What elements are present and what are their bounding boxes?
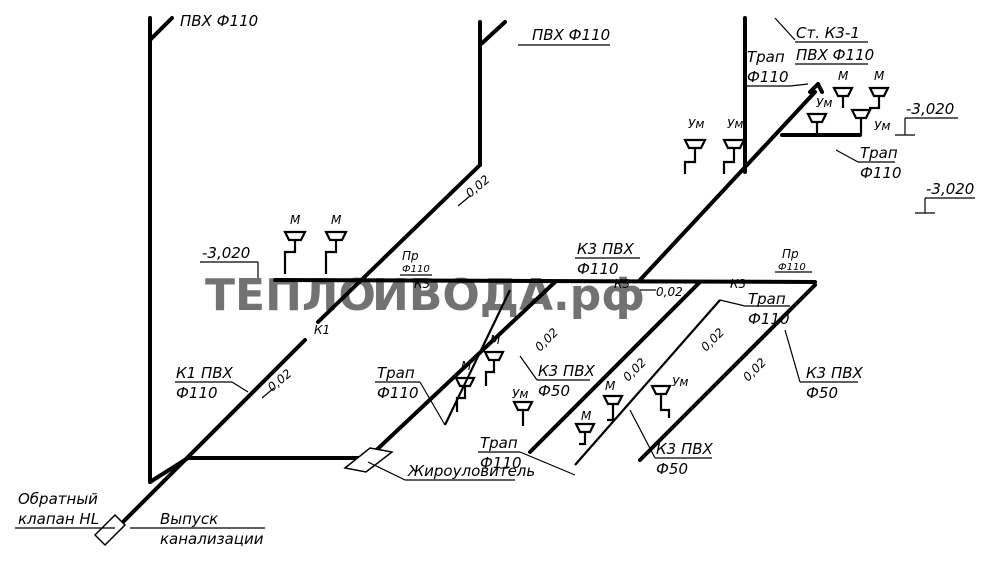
fixture-m-5: М bbox=[454, 359, 476, 412]
pipe-k3-main bbox=[366, 280, 557, 460]
fixture-m-6: М bbox=[483, 333, 505, 386]
label-k3-c: К3 bbox=[730, 277, 746, 291]
label-outlet-2: канализации bbox=[160, 530, 264, 548]
pipe-branch-right-1 bbox=[638, 283, 817, 462]
fixture-um-4: Ум bbox=[850, 108, 890, 135]
label-slope-d: 0,02 bbox=[740, 355, 769, 384]
fixture-m-label-8: М bbox=[605, 379, 616, 393]
fixture-um-label-5: Ум bbox=[512, 387, 528, 401]
leader-lines bbox=[15, 17, 975, 529]
label-pr-right-d: Ф110 bbox=[778, 262, 806, 273]
label-slope-c: 0,02 bbox=[698, 325, 727, 354]
label-k3-pvc-50a: К3 ПВХ bbox=[538, 362, 596, 380]
label-k3-pvc-50c-d: Ф50 bbox=[806, 384, 838, 402]
check-valve-box bbox=[93, 513, 127, 547]
riser-mid-top bbox=[478, 20, 507, 47]
fixture-m-7: М bbox=[574, 409, 596, 446]
label-trap-top-pipe: Ф110 bbox=[747, 68, 789, 86]
fixture-um-6: Ум bbox=[650, 375, 688, 418]
label-trap-bottom-name: Трап bbox=[480, 434, 518, 452]
label-pvc-top-mid: ПВХ Ф110 bbox=[532, 26, 610, 44]
fixture-m-label-6: М bbox=[490, 333, 501, 347]
pipe-network bbox=[103, 16, 862, 542]
fixture-m-label-3: М bbox=[838, 69, 849, 83]
fixture-m-4: М bbox=[868, 69, 890, 110]
label-outlet-1: Выпуск bbox=[160, 510, 218, 528]
fixture-m-2: М bbox=[324, 213, 348, 274]
label-pvc-top-left: ПВХ Ф110 bbox=[180, 12, 258, 30]
slope-arrows bbox=[261, 195, 656, 399]
label-k3-a: К3 bbox=[414, 277, 430, 291]
label-trap-left-name: Трап bbox=[377, 364, 415, 382]
label-slope-mid: 0,02 bbox=[656, 285, 683, 299]
label-check-valve-2: клапан HL bbox=[18, 510, 99, 528]
fixture-m-1: М bbox=[283, 213, 307, 274]
label-k3-pvc-mid-d: Ф110 bbox=[577, 260, 619, 278]
label-level-left: -3,020 bbox=[202, 244, 250, 262]
label-k3-pvc-50c: К3 ПВХ bbox=[806, 364, 864, 382]
label-k1-tag: К1 bbox=[314, 323, 330, 337]
pipe-outlet-link bbox=[148, 456, 190, 484]
label-k1-pvc: К1 ПВХ bbox=[176, 364, 234, 382]
fixture-um-label-3: Ум bbox=[816, 96, 832, 110]
watermark-part1: ТЕПЛО bbox=[205, 270, 376, 321]
fixture-um-label-6: Ум bbox=[672, 375, 688, 389]
fixture-m-3: М bbox=[832, 69, 854, 108]
fixture-um-label-4: Ум bbox=[874, 119, 890, 133]
riser-right-bend bbox=[808, 82, 824, 94]
label-level-right-1: -3,020 bbox=[906, 100, 954, 118]
grease-trap-box bbox=[343, 447, 394, 473]
pipe-k1-lower bbox=[103, 338, 307, 542]
fixture-m-label-4: М bbox=[874, 69, 885, 83]
fixture-um-2: Ум bbox=[722, 117, 746, 174]
label-level-right-2: -3,020 bbox=[926, 180, 974, 198]
label-trap-top-name: Трап bbox=[747, 48, 785, 66]
label-trap-bottom-pipe: Ф110 bbox=[480, 454, 522, 472]
fixture-m-label-7: М bbox=[581, 409, 592, 423]
label-k3-pvc-50b-d: Ф50 bbox=[656, 460, 688, 478]
label-riser-pipe: ПВХ Ф110 bbox=[796, 46, 874, 64]
fixture-m-label-1: М bbox=[290, 213, 301, 227]
label-trap-mid-name: Трап bbox=[748, 290, 786, 308]
pipe-k3-horizontal bbox=[273, 278, 817, 284]
label-k3-pvc-50b: К3 ПВХ bbox=[656, 440, 714, 458]
label-slope-k1: 0,02 bbox=[265, 366, 294, 394]
label-slope-a: 0,02 bbox=[532, 325, 561, 354]
fixture-m-label-2: М bbox=[331, 213, 342, 227]
label-k3-pvc-mid: К3 ПВХ bbox=[577, 240, 635, 258]
pipe-k1-upper bbox=[316, 163, 482, 324]
label-k3-b: К3 bbox=[614, 277, 630, 291]
fixtures: М М Ум Ум М М bbox=[283, 69, 890, 446]
fixture-m-label-5: М bbox=[461, 359, 472, 373]
branch-mid-trap bbox=[574, 299, 721, 466]
fixture-um-label-2: Ум bbox=[727, 117, 743, 131]
pipe-riser-diagonal bbox=[638, 90, 817, 282]
label-trap-right-name: Трап bbox=[860, 144, 898, 162]
label-trap-mid-pipe: Ф110 bbox=[748, 310, 790, 328]
label-k3-pvc-50a-d: Ф50 bbox=[538, 382, 570, 400]
fixture-um-label-1: Ум bbox=[688, 117, 704, 131]
pipe-branch-right-2 bbox=[528, 280, 702, 454]
label-check-valve-1: Обратный bbox=[18, 490, 98, 508]
fixture-m-8: М bbox=[602, 379, 624, 422]
label-grease-trap: Жироуловитель bbox=[407, 462, 535, 480]
label-pr-left: Пр bbox=[402, 249, 419, 263]
label-pr-right: Пр bbox=[782, 247, 799, 261]
label-riser-name: Ст. К3-1 bbox=[796, 24, 860, 42]
label-k1-pvc-d: Ф110 bbox=[176, 384, 218, 402]
label-trap-left-pipe: Ф110 bbox=[377, 384, 419, 402]
fixture-um-1: Ум bbox=[683, 117, 707, 174]
label-pr-left-d: Ф110 bbox=[402, 264, 430, 275]
fixture-um-3: Ум bbox=[806, 96, 832, 135]
branch-left-trap bbox=[444, 289, 511, 426]
label-trap-right-pipe: Ф110 bbox=[860, 164, 902, 182]
riser-left-top-bend bbox=[148, 16, 174, 42]
fixture-um-5: Ум bbox=[512, 387, 534, 426]
